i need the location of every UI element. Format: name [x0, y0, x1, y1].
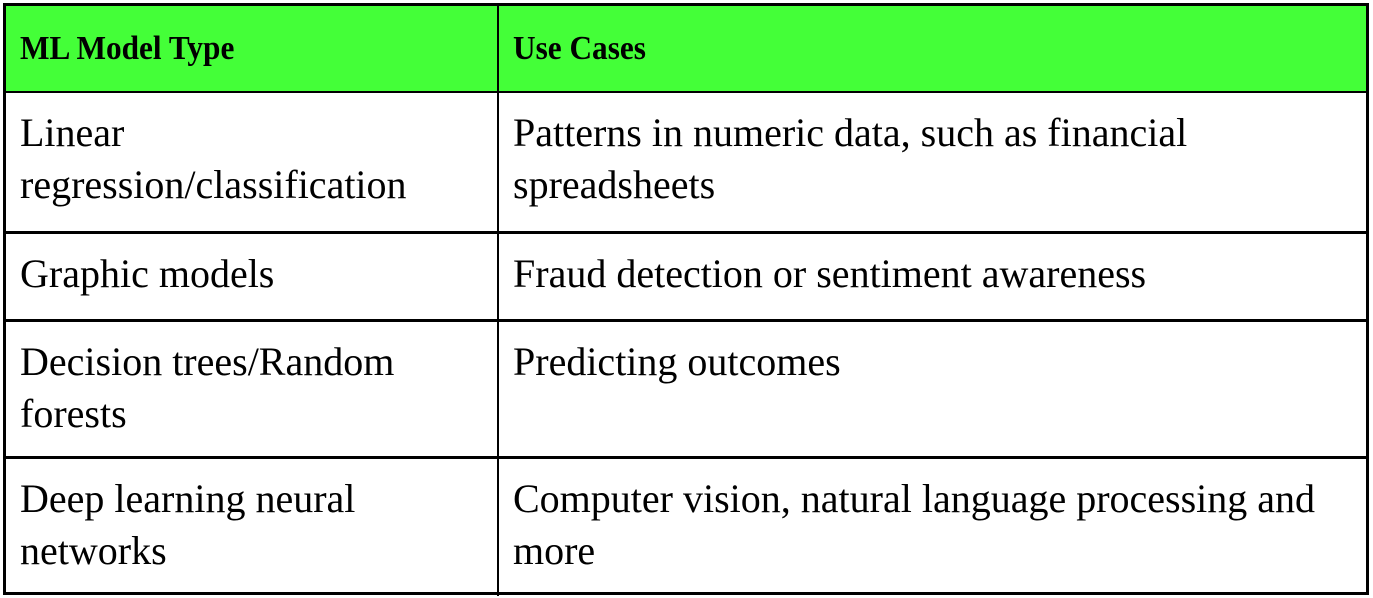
cell-use-cases: Patterns in numeric data, such as financ…: [497, 92, 1366, 232]
cell-use-cases: Computer vision, natural language proces…: [497, 457, 1366, 596]
model-type-text: Linear regression/classification: [20, 110, 407, 207]
use-cases-text: Patterns in numeric data, such as financ…: [513, 110, 1188, 207]
use-cases-text: Predicting outcomes: [513, 338, 841, 384]
cell-model-type: Graphic models: [6, 232, 499, 320]
cell-use-cases: Predicting outcomes: [497, 320, 1366, 457]
column-header-use-cases: Use Cases: [497, 6, 1366, 93]
use-cases-text: Fraud detection or sentiment awareness: [513, 250, 1147, 296]
column-header-label: ML Model Type: [20, 30, 235, 67]
cell-use-cases: Fraud detection or sentiment awareness: [497, 232, 1366, 320]
table-row: Graphic models Fraud detection or sentim…: [6, 232, 1366, 320]
header-row: ML Model Type Use Cases: [6, 6, 1366, 93]
column-header-label: Use Cases: [513, 30, 646, 67]
table-row: Deep learning neural networks Computer v…: [6, 457, 1366, 596]
ml-model-table: ML Model Type Use Cases Linear regressio…: [3, 3, 1369, 596]
cell-model-type: Decision trees/Random forests: [6, 320, 499, 457]
cell-model-type: Deep learning neural networks: [6, 457, 499, 596]
table-header: ML Model Type Use Cases: [6, 6, 1366, 93]
model-type-text: Graphic models: [20, 250, 275, 296]
ml-model-use-cases-table: ML Model Type Use Cases Linear regressio…: [6, 6, 1366, 596]
table-row: Decision trees/Random forests Predicting…: [6, 320, 1366, 457]
table-body: Linear regression/classification Pattern…: [6, 92, 1366, 596]
model-type-text: Decision trees/Random forests: [20, 338, 395, 436]
column-header-model-type: ML Model Type: [6, 6, 499, 93]
table-row: Linear regression/classification Pattern…: [6, 92, 1366, 232]
cell-model-type: Linear regression/classification: [6, 92, 499, 232]
use-cases-text: Computer vision, natural language proces…: [513, 475, 1316, 573]
model-type-text: Deep learning neural networks: [20, 475, 356, 573]
